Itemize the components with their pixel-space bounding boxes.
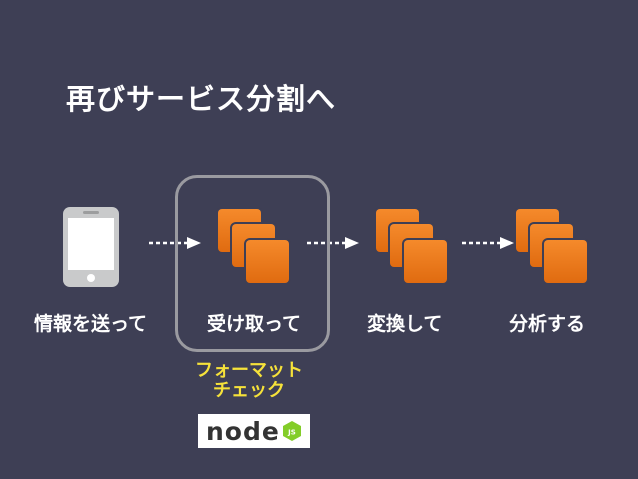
- step-label-receive: 受け取って: [207, 313, 302, 335]
- server-stack-icon: [218, 209, 290, 285]
- arrow-icon: [149, 237, 201, 249]
- step-label-transform: 変換して: [367, 313, 443, 335]
- nodejs-logo-icon: node JS: [198, 414, 310, 448]
- server-stack-icon: [516, 209, 588, 285]
- arrow-icon: [462, 237, 514, 249]
- server-stack-icon: [376, 209, 448, 285]
- logo-text: node: [206, 417, 280, 446]
- highlight-frame: [175, 175, 330, 352]
- logo-badge: JS: [287, 429, 296, 437]
- note-line-2: チェック: [213, 380, 285, 401]
- note-line-1: フォーマット: [195, 360, 303, 381]
- step-label-analyze: 分析する: [509, 313, 586, 335]
- step-label-send: 情報を送って: [34, 313, 148, 335]
- slide-title: 再びサービス分割へ: [66, 82, 337, 116]
- arrow-icon: [307, 237, 359, 249]
- smartphone-icon: [63, 207, 119, 287]
- format-check-note: フォーマット チェック: [184, 361, 314, 401]
